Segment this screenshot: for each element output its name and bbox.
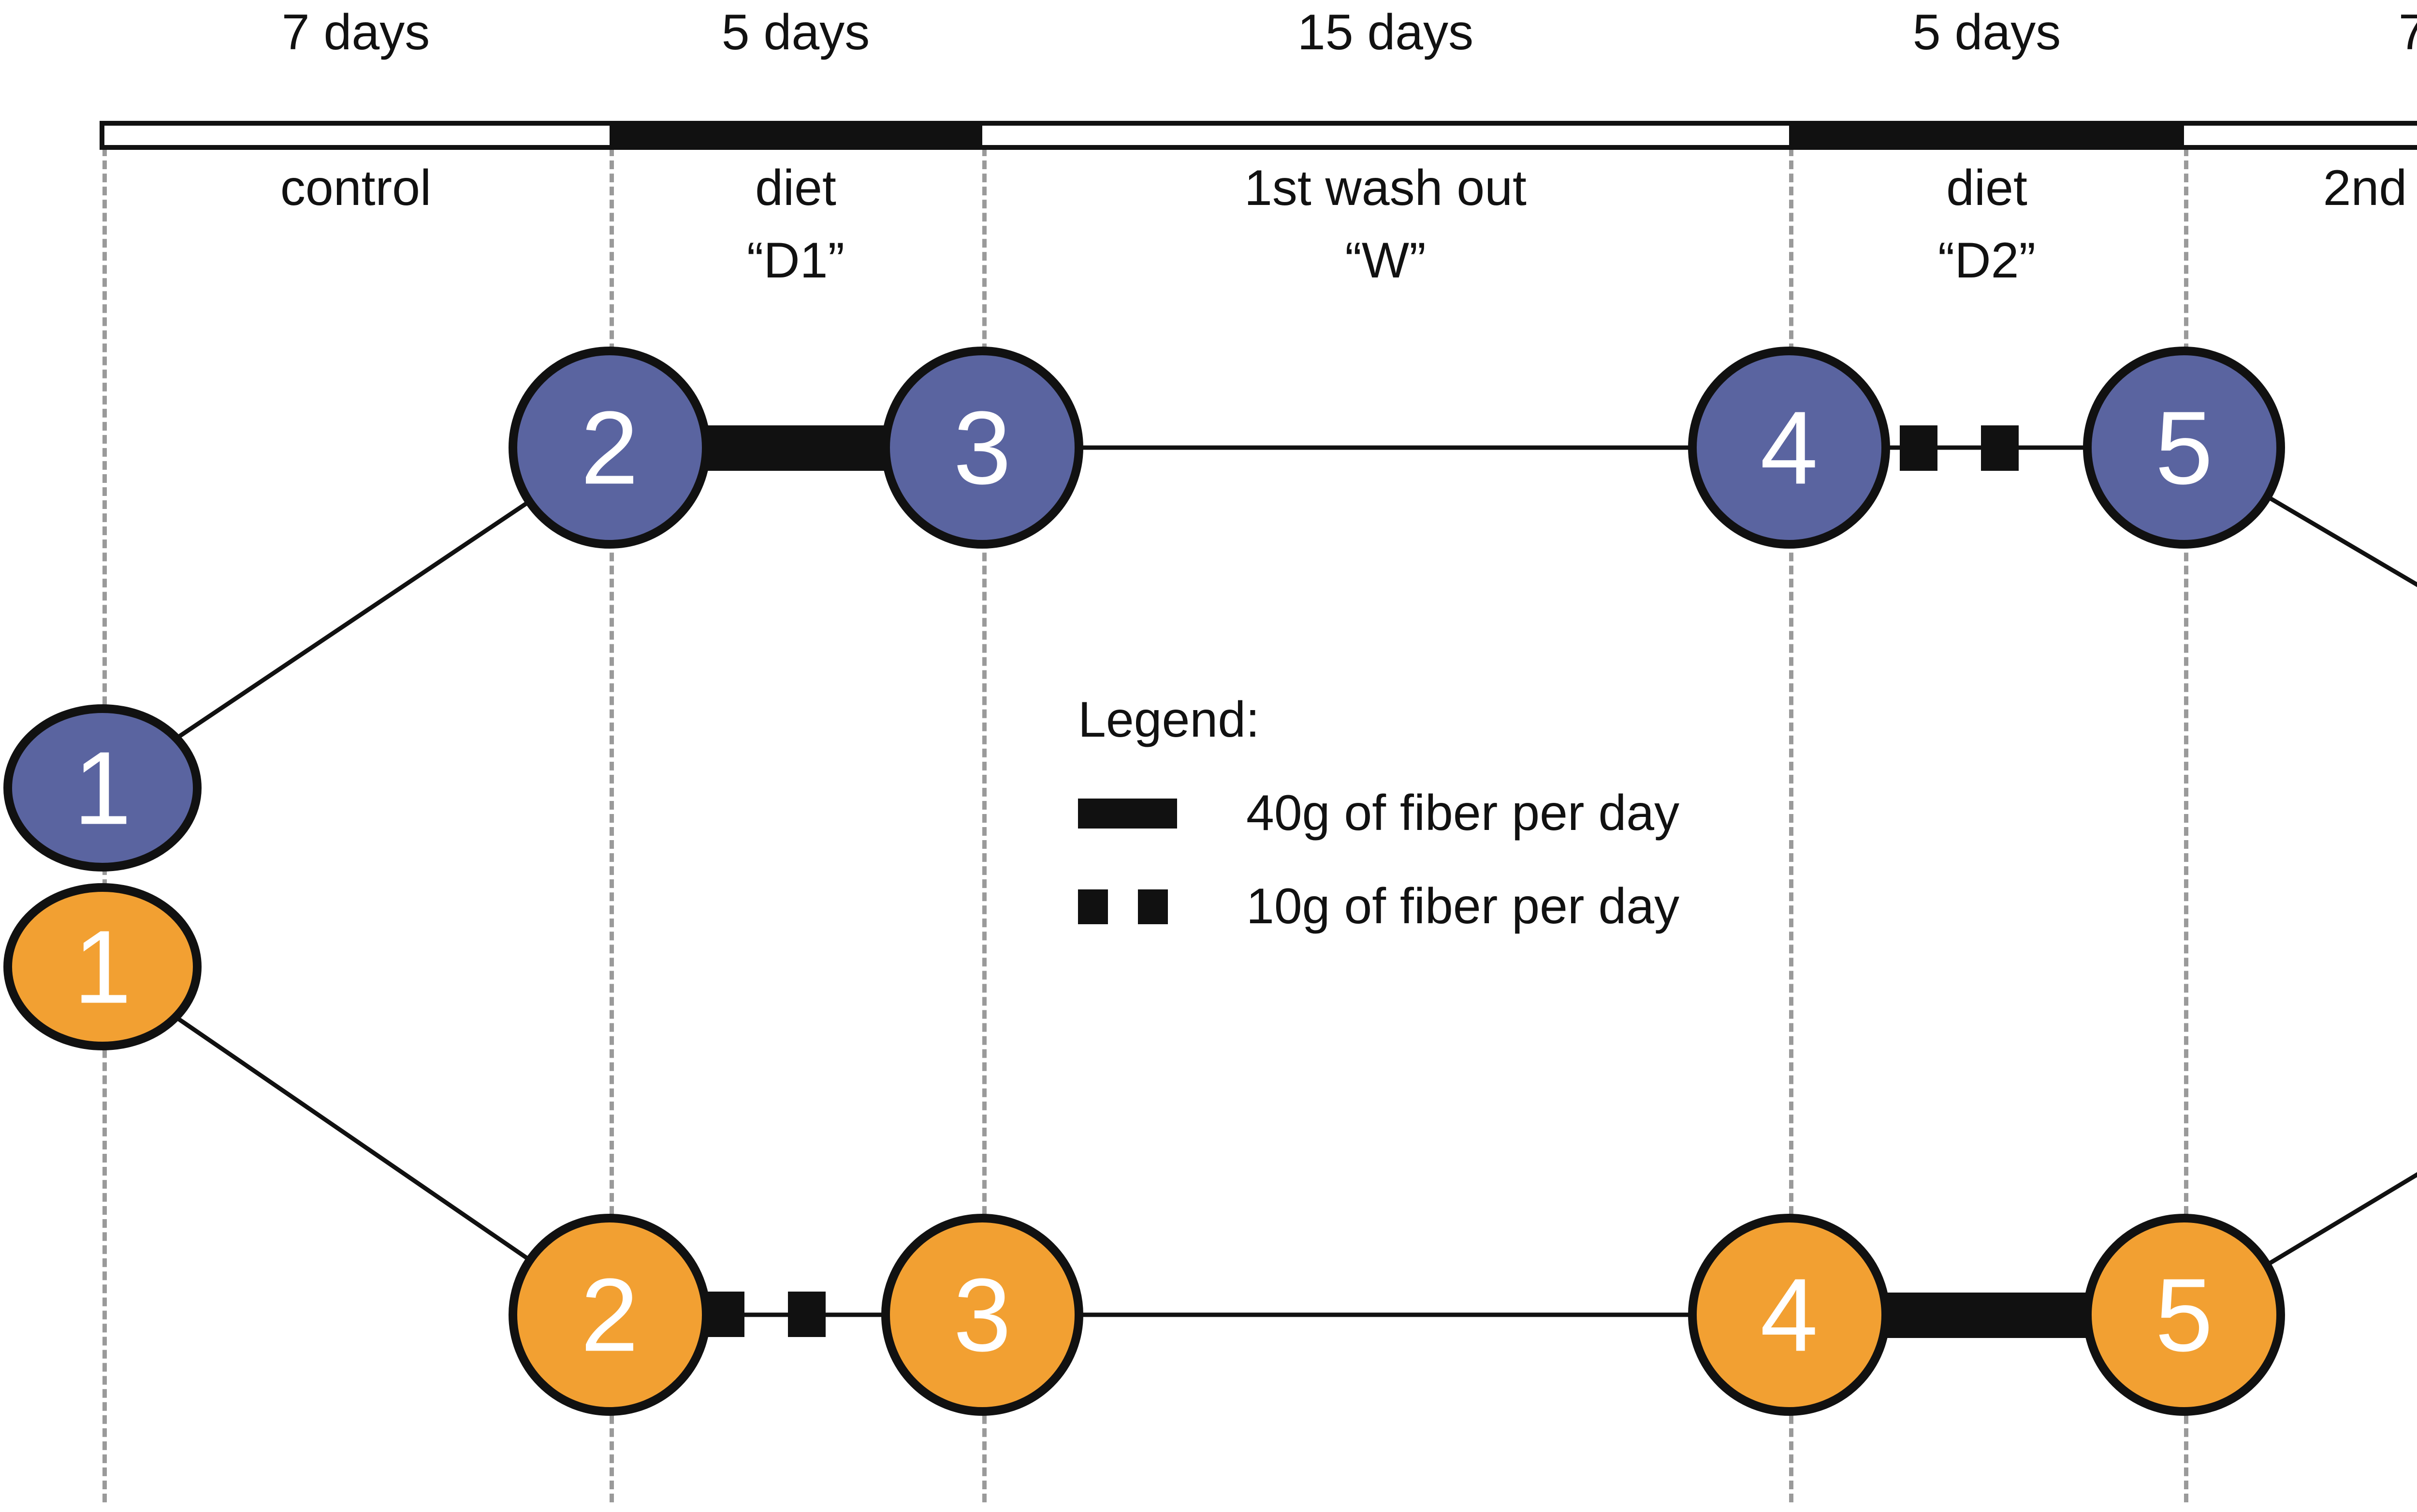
- edge-orange-1-2: [101, 965, 611, 1317]
- guide-line-3: [982, 147, 987, 1502]
- node-label: 4: [1760, 390, 1818, 506]
- node-label: 1: [73, 909, 131, 1025]
- days-label-diet1: 5 days: [721, 4, 870, 60]
- phase-label-diet2: diet: [1946, 160, 2027, 216]
- node-label: 3: [953, 1257, 1011, 1373]
- node-label: 1: [73, 730, 131, 846]
- node-blue-1[interactable]: 1: [3, 704, 202, 872]
- node-label: 5: [2155, 390, 2213, 506]
- edge-orange-2-3-dash-b: [788, 1292, 826, 1337]
- node-orange-1[interactable]: 1: [3, 883, 202, 1050]
- node-blue-5[interactable]: 5: [2083, 347, 2285, 549]
- days-label-washout2: 7 days: [2398, 4, 2417, 60]
- legend-item-10g: 10g of fiber per day: [1078, 878, 1679, 935]
- node-orange-2[interactable]: 2: [509, 1214, 711, 1416]
- guide-line-5: [2184, 147, 2188, 1502]
- phase-code-d1: “D1”: [746, 233, 845, 289]
- legend: Legend: 40g of fiber per day 10g of fibe…: [1078, 691, 1679, 935]
- edge-blue-4-5-dash-a: [1900, 425, 1937, 471]
- edge-blue-4-5-dash-b: [1981, 425, 2019, 471]
- timeline-segment-diet2: [1789, 126, 2184, 145]
- node-label: 2: [581, 1257, 639, 1373]
- legend-item-label: 10g of fiber per day: [1246, 878, 1680, 934]
- days-label-diet2: 5 days: [1912, 4, 2061, 60]
- days-label-control: 7 days: [281, 4, 430, 60]
- phase-label-control: control: [280, 160, 432, 216]
- legend-title: Legend:: [1078, 692, 1260, 748]
- node-label: 2: [581, 390, 639, 506]
- phase-label-washout1: 1st wash out: [1244, 160, 1527, 216]
- timeline-segment-diet1: [610, 126, 982, 145]
- node-blue-2[interactable]: 2: [509, 347, 711, 549]
- node-orange-5[interactable]: 5: [2083, 1214, 2285, 1416]
- node-label: 4: [1760, 1257, 1818, 1373]
- phase-code-d2: “D2”: [1937, 233, 2036, 289]
- edge-blue-1-2: [101, 446, 611, 790]
- node-orange-3[interactable]: 3: [881, 1214, 1083, 1416]
- phase-label-diet1: diet: [755, 160, 836, 216]
- edge-blue-5-6: [2183, 446, 2417, 587]
- legend-item-label: 40g of fiber per day: [1246, 785, 1680, 841]
- edge-orange-2-3-dash-a: [707, 1292, 744, 1337]
- node-orange-4[interactable]: 4: [1688, 1214, 1890, 1416]
- guide-line-2: [610, 147, 614, 1502]
- node-label: 5: [2155, 1257, 2213, 1373]
- legend-swatch-solid-icon: [1078, 798, 1228, 829]
- phase-code-w: “W”: [1345, 233, 1426, 289]
- edge-orange-5-6: [2183, 1172, 2417, 1317]
- days-label-washout1: 15 days: [1297, 4, 1474, 60]
- node-blue-3[interactable]: 3: [881, 347, 1083, 549]
- legend-item-40g: 40g of fiber per day: [1078, 785, 1679, 842]
- guide-line-4: [1789, 147, 1793, 1502]
- node-label: 3: [953, 390, 1011, 506]
- legend-swatch-dashed-icon: [1078, 889, 1228, 924]
- node-blue-4[interactable]: 4: [1688, 347, 1890, 549]
- timeline-bar: [100, 121, 2417, 150]
- phase-label-washout2: 2nd wash out: [2323, 160, 2417, 216]
